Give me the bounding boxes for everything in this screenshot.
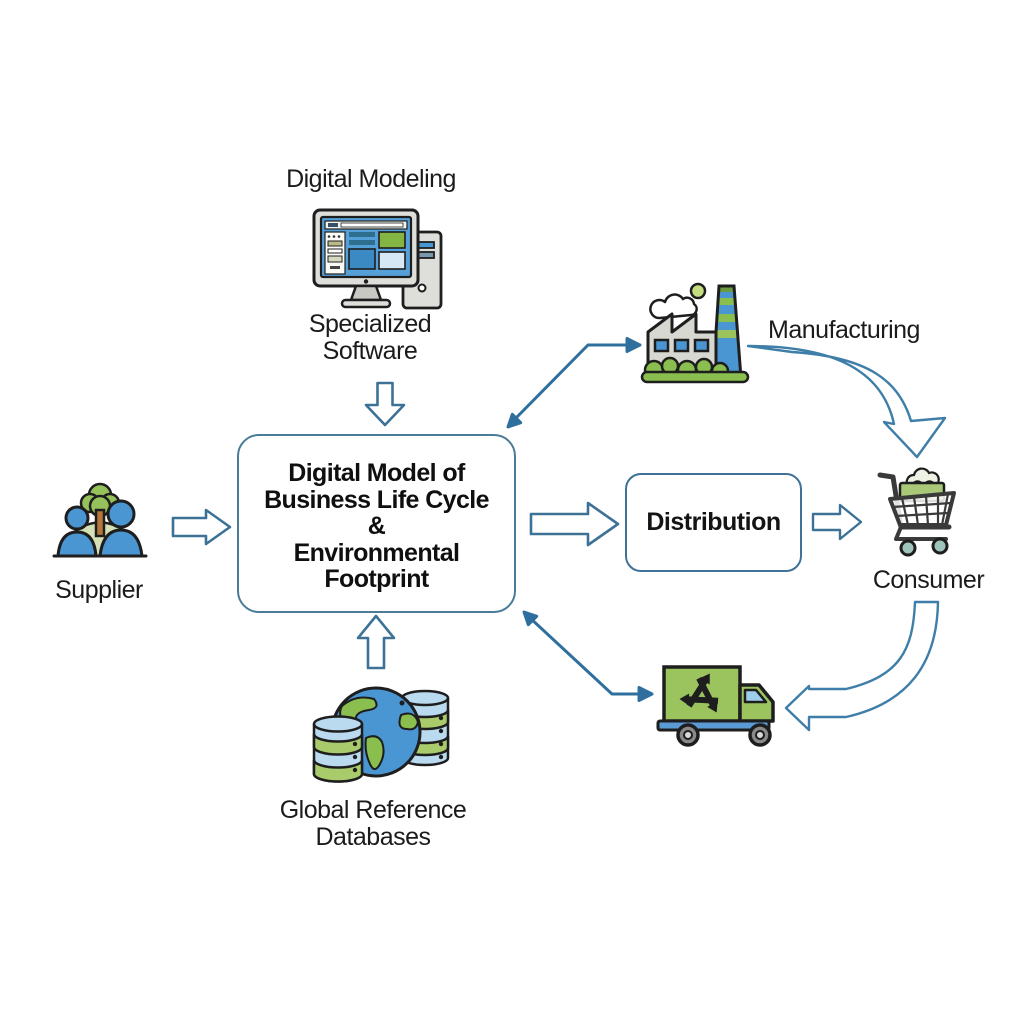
distribution-label: Distribution [646,508,781,536]
supplier-label: Supplier [55,576,143,604]
arrow-model-manufacturing [506,337,642,429]
arrow-model-to-distribution [529,501,620,547]
database-left [312,715,364,783]
arrow-model-recycling [522,610,654,702]
global-databases-label: Global Reference Databases [279,796,467,851]
distribution-box: Distribution [625,473,802,572]
arrow-consumer-to-recycling [784,600,940,732]
shopping-cart-icon [877,467,956,557]
globe-databases-icon [312,686,450,783]
arrow-manufacturing-to-consumer [746,344,947,459]
arrow-distribution-to-consumer [811,503,863,541]
arrow-supplier-to-model [171,508,232,546]
factory-icon [640,282,750,384]
computer-workstation-icon [312,208,443,310]
consumer-label: Consumer [872,566,985,594]
digital-model-box: Digital Model of Business Life Cycle & E… [237,434,516,613]
arrow-software-to-model [364,381,406,427]
manufacturing-label: Manufacturing [768,316,920,344]
arrow-databases-to-model [356,614,396,670]
digital-modeling-label: Digital Modeling [286,165,456,193]
recycle-symbol [679,673,719,713]
recycling-truck-icon [656,665,775,747]
specialized-software-label: Specialized Software [308,310,432,365]
supplier-people-tree-icon [52,482,148,558]
